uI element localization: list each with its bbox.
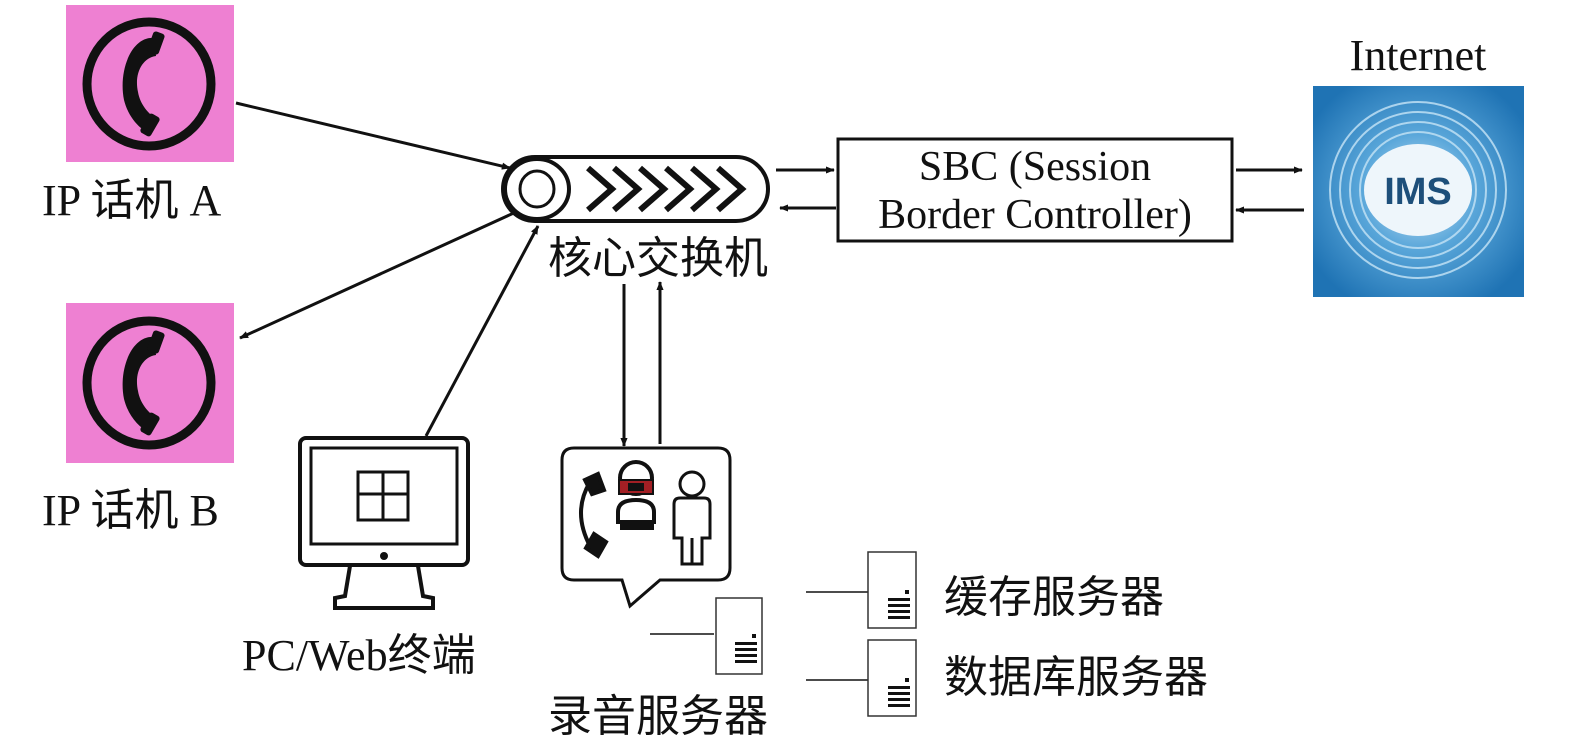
sbc-label-line1: SBC (Session: [919, 144, 1151, 190]
recording-server-label: 录音服务器: [548, 692, 768, 741]
operator-icon: [616, 460, 656, 530]
cache-server: 缓存服务器: [806, 551, 1164, 629]
cache-server-label: 缓存服务器: [944, 573, 1164, 622]
person-icon: [672, 470, 712, 566]
arrow-switch-to-phone-b: [239, 210, 517, 340]
monitor-stand: [333, 565, 435, 610]
database-server: 数据库服务器: [806, 639, 1208, 717]
arrow-pc-to-switch: [424, 225, 540, 437]
connectors: [235, 101, 1304, 447]
internet-ims: Internet IMS: [1313, 31, 1524, 297]
pc-web-terminal: PC/Web终端: [242, 436, 476, 680]
phone-b-label: IP 话机 B: [42, 486, 219, 535]
sbc-box: SBC (Session Border Controller): [836, 137, 1234, 243]
ip-phone-b: IP 话机 B: [42, 303, 234, 535]
arrow-phone-a-to-switch: [235, 101, 511, 170]
core-switch-label: 核心交换机: [548, 234, 768, 283]
windows-icon: [356, 470, 410, 522]
phone-b-background: [66, 303, 234, 463]
phone-icon: [82, 316, 216, 450]
chevrons-icon: [586, 165, 747, 213]
phone-icon: [82, 17, 216, 151]
ip-phone-a: IP 话机 A: [42, 5, 234, 225]
pc-label: PC/Web终端: [242, 631, 476, 680]
ims-center: [1364, 144, 1472, 236]
ims-rings: [1329, 101, 1507, 279]
internet-label: Internet: [1350, 31, 1487, 80]
phone-a-label: IP 话机 A: [42, 176, 221, 225]
sbc-label-line2: Border Controller): [878, 192, 1192, 238]
power-led: [380, 552, 388, 560]
ims-label: IMS: [1384, 171, 1452, 213]
database-server-label: 数据库服务器: [944, 653, 1208, 702]
recording-server-icon: [650, 597, 763, 675]
recording-server-group: 录音服务器: [548, 446, 768, 741]
core-switch: 核心交换机: [501, 155, 770, 283]
phone-handset-icon: [579, 471, 609, 559]
